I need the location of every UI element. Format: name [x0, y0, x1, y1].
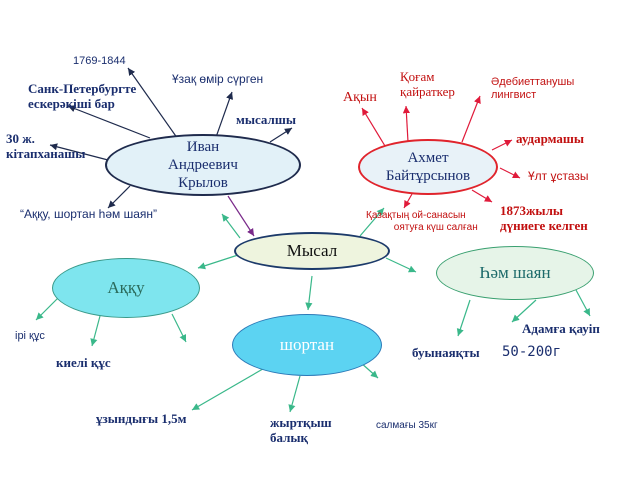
crab-weight-label: 50-200г: [502, 344, 562, 360]
arrow-shayan-to-danger: [511, 299, 537, 323]
arrow-mysal-to-sortan: [305, 275, 313, 311]
arrow-to-fable-title: [107, 185, 131, 209]
arrow-to-poet: [361, 107, 386, 147]
public-figure-label: Қоғам қайраткер: [400, 69, 455, 99]
sortan-label: шортан: [279, 335, 335, 354]
arthropod-label: буынаяқты: [412, 345, 480, 360]
akku-label: Аққу: [107, 278, 145, 297]
krylov-label: Иван Андреевич Крылов: [168, 139, 238, 191]
arrow-mysal-to-akku: [197, 254, 239, 270]
petersburg-label: Санк-Петербургте ескерәкіші бар: [28, 81, 137, 111]
shayan-label: Һәм шаян: [479, 263, 551, 282]
sacred-bird-label: киелі құс: [56, 355, 111, 370]
arrow-to-long-life: [214, 91, 233, 141]
fabulist-label: мысалшы: [236, 112, 296, 127]
arrow-mysal-to-baitursynov: [359, 207, 385, 237]
baitursynov-label: Ахмет Байтұрсынов: [385, 150, 471, 184]
arrow-akku-to-sacred-bird: [90, 315, 101, 347]
arrow-sortan-to-predator: [288, 375, 301, 413]
arrow-akku-to-right: [171, 313, 187, 343]
predator-fish-label: жыртқыш балық: [270, 415, 332, 445]
arrow-to-born: [471, 189, 493, 203]
node-sortan: шортан: [232, 314, 382, 376]
arrow-krylov-to-mysal: [227, 195, 255, 237]
long-life-label: Ұзақ өмір сүрген: [172, 72, 264, 86]
arrow-to-petersburg: [67, 105, 151, 139]
arrow-shayan-to-arthropod: [456, 299, 471, 337]
poet-label: Ақын: [343, 90, 377, 105]
arrow-to-public-figure: [402, 105, 410, 143]
arrow-sortan-to-length: [191, 365, 269, 411]
mysal-label: Мысал: [286, 241, 338, 260]
years-label: 1769-1844: [73, 55, 126, 67]
arrow-mysal-to-shayan: [385, 257, 417, 273]
arrow-shayan-to-right: [575, 289, 591, 317]
node-akku: Аққу: [52, 258, 200, 318]
consciousness-label: Қазақтың ой-санасын оятуға күш салған: [366, 210, 478, 233]
arrow-to-teacher: [499, 167, 521, 179]
node-baitursynov: Ахмет Байтұрсынов: [358, 139, 498, 195]
arrow-to-translator: [491, 139, 513, 151]
node-krylov: Иван Андреевич Крылов: [105, 134, 301, 196]
weight-label: салмағы 35кг: [376, 420, 438, 431]
arrow-to-consciousness: [403, 193, 413, 209]
length-label: ұзындығы 1,5м: [96, 411, 187, 426]
node-shayan: Һәм шаян: [436, 246, 594, 300]
literary-scholar-label: Әдебиеттанушы лингвист: [491, 76, 575, 101]
arrow-to-years: [127, 67, 181, 143]
big-bird-label: ірі құс: [15, 330, 45, 342]
teacher-label: Ұлт ұстазы: [528, 169, 589, 183]
library-label: 30 ж. кітапханашы: [6, 131, 86, 161]
node-mysal: Мысал: [234, 232, 390, 270]
arrow-to-fabulist: [269, 127, 293, 143]
born-label: 1873жылы дүниеге келген: [500, 203, 588, 233]
fable-title-label: “Аққу, шортан һәм шаян”: [20, 207, 158, 221]
danger-label: Адамға қауіп: [522, 321, 600, 336]
arrow-to-library: [49, 143, 109, 161]
arrow-to-scholar: [461, 95, 481, 143]
arrow-mysal-to-krylov: [221, 213, 241, 239]
arrow-akku-to-big-bird: [35, 297, 59, 321]
translator-label: аудармашы: [516, 131, 585, 146]
